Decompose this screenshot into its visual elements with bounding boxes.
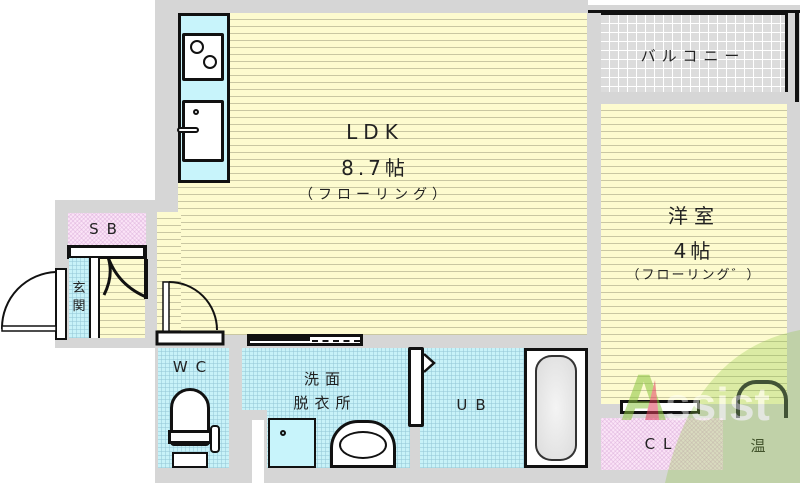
- western-room-name: 洋室: [668, 204, 720, 228]
- balcony-rail-top: [588, 10, 800, 13]
- wc-label: WC: [172, 358, 215, 376]
- bathtub-icon: [524, 348, 588, 468]
- faucet-handle: [177, 127, 199, 133]
- burner-1: [190, 40, 204, 54]
- bathroom-door-handle-icon: [423, 353, 436, 373]
- outer-white-right-top: [588, 0, 800, 5]
- sliding-door-dashes: [312, 340, 360, 342]
- wash-basin-icon: [330, 420, 396, 468]
- stove-icon: [182, 33, 224, 81]
- outer-white-top-left: [0, 0, 155, 200]
- closet-floor: [601, 418, 723, 470]
- shoe-box-door-swing-icon: [102, 256, 148, 299]
- entrance-hall-floor: [100, 258, 145, 338]
- toilet-tank: [172, 452, 208, 468]
- shoe-box-label: SB: [89, 220, 125, 238]
- balcony-label: バルコニー: [640, 47, 746, 65]
- closet-label: CL: [644, 435, 680, 453]
- ldk-floor-extension: [157, 212, 181, 335]
- burner-2: [203, 55, 217, 69]
- front-door-swing-icon: [0, 271, 57, 332]
- entrance-step: [89, 258, 100, 338]
- washroom-pillar-gap: [252, 420, 264, 483]
- shoe-box-floor: [68, 213, 146, 245]
- faucet-dot: [193, 109, 199, 115]
- western-room-size: 4帖: [673, 239, 715, 263]
- entrance-label: 玄関: [68, 280, 90, 316]
- bathtub-basin: [535, 355, 577, 461]
- western-room-floor-type: （フローリング゛）: [626, 268, 762, 283]
- entrance-floor: [69, 258, 89, 338]
- sliding-door-panel: [250, 337, 310, 341]
- svg-text:ssist: ssist: [665, 378, 770, 430]
- ldk-name: LDK: [346, 120, 404, 144]
- watermark-text: A: [620, 360, 668, 434]
- washroom-label-line1: 洗面: [303, 370, 346, 388]
- closet-door-track: [620, 400, 700, 414]
- ldk-floor: [178, 13, 587, 335]
- western-room-floor: [601, 104, 787, 404]
- washroom-label-line2: 脱衣所: [293, 394, 357, 412]
- toilet-controller: [210, 425, 220, 453]
- entrance-label-text: 玄関: [72, 281, 86, 314]
- washing-machine-icon: [268, 418, 316, 468]
- bathroom-label: UB: [456, 396, 494, 414]
- balcony-area: バルコニー: [601, 12, 788, 92]
- assist-watermark-logo: A ssist: [620, 330, 800, 483]
- wc-door-swing-icon: [155, 281, 225, 346]
- water-heater-icon: [736, 380, 788, 418]
- bathroom-door: [408, 347, 424, 427]
- ldk-floor-type: （フローリング）: [299, 187, 451, 203]
- washroom-sliding-door: [247, 334, 363, 346]
- ldk-size: 8.7帖: [341, 156, 409, 180]
- wm-drain-dot: [280, 430, 286, 436]
- basin-bowl: [339, 431, 387, 459]
- balcony-rail-right: [795, 10, 799, 102]
- front-door-frame: [55, 268, 67, 340]
- toilet-seat: [168, 430, 212, 444]
- water-heater-label: 温: [735, 435, 785, 456]
